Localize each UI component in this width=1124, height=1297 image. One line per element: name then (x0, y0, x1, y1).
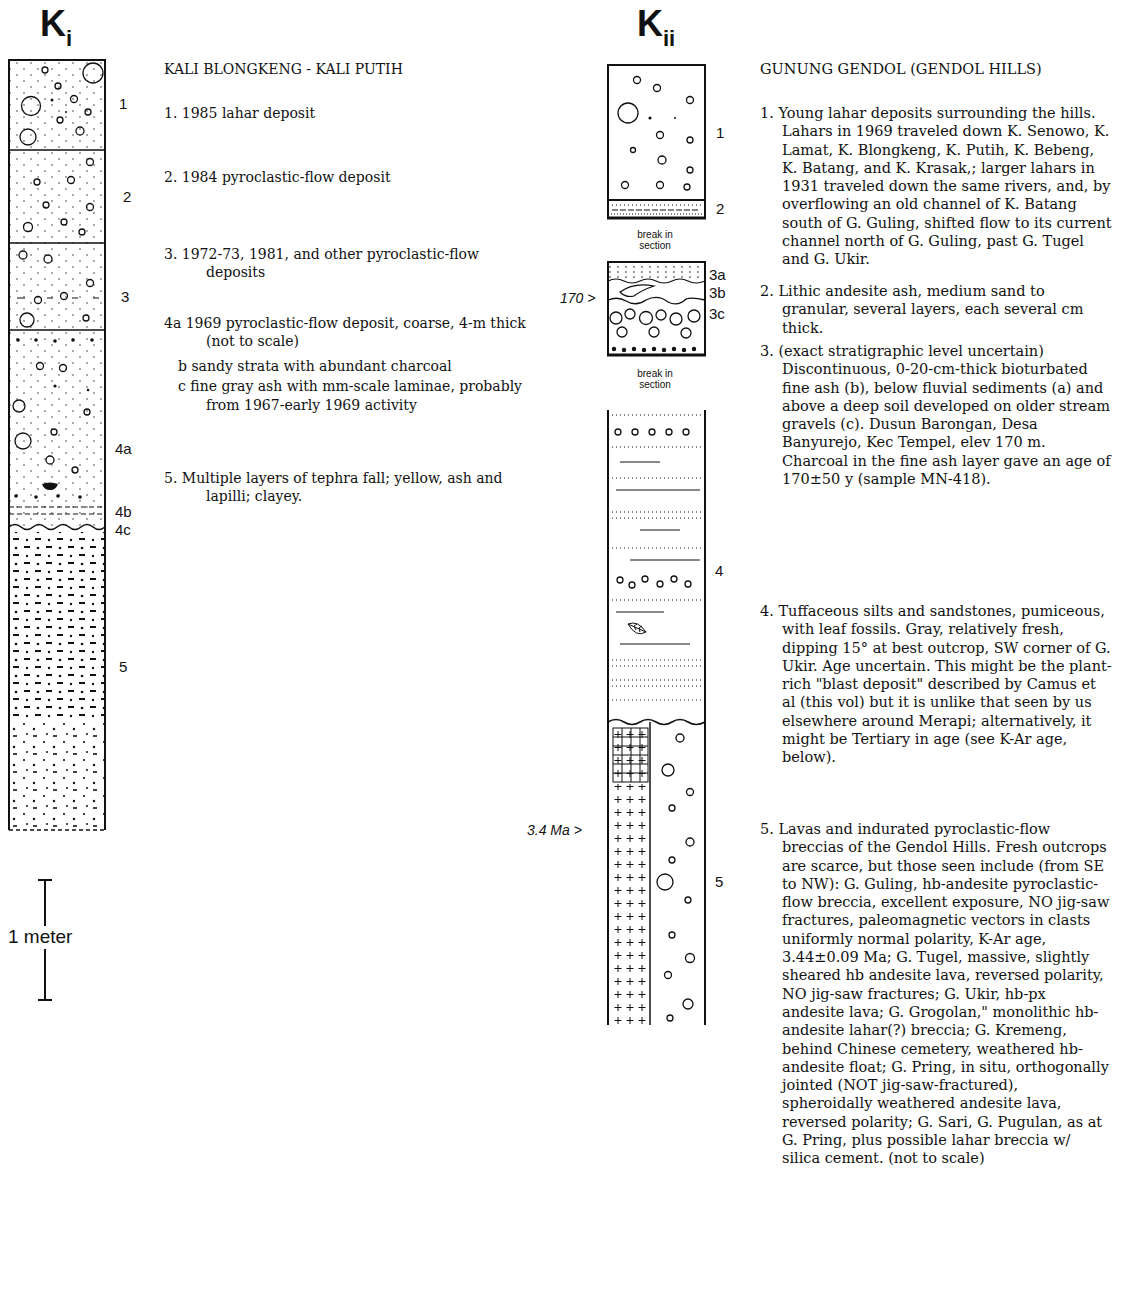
break-note: break in section (625, 368, 685, 390)
scale-label: 1 meter (8, 926, 72, 948)
unit-description: 5. Lavas and indurated pyroclastic-flow … (760, 820, 1112, 1168)
age-marker: 3.4 Ma > (527, 821, 582, 839)
unit-number: 3c (709, 305, 725, 323)
unit-description: 1. 1985 lahar deposit (164, 104, 534, 122)
age-marker: 170 > (560, 289, 595, 307)
unit-description: 4a 1969 pyroclastic-flow deposit, coarse… (164, 314, 534, 351)
unit-description: 2. 1984 pyroclastic-flow deposit (164, 168, 534, 186)
unit-number: 1 (119, 95, 127, 113)
unit-description: 3. 1972-73, 1981, and other pyroclastic-… (164, 245, 534, 282)
unit-description: 1. Young lahar deposits surrounding the … (760, 104, 1112, 269)
column-heading: K (40, 6, 66, 42)
unit-number: 4 (715, 562, 723, 580)
unit-description: 4. Tuffaceous silts and sandstones, pumi… (760, 602, 1112, 767)
unit-number: 2 (123, 188, 131, 206)
unit-number: 5 (119, 658, 127, 676)
unit-number: 3b (709, 284, 726, 302)
unit-number: 3a (709, 266, 726, 284)
unit-number: 4c (115, 521, 131, 539)
unit-number: 5 (715, 873, 723, 891)
column-subscript: ii (663, 28, 675, 50)
unit-number: 4b (115, 503, 132, 521)
section-title: KALI BLONGKENG - KALI PUTIH (164, 60, 534, 78)
unit-description: c fine gray ash with mm-scale laminae, p… (178, 377, 534, 414)
unit-number: 3 (121, 288, 129, 306)
break-note: break in section (625, 229, 685, 251)
unit-description: 2. Lithic andesite ash, medium sand to g… (760, 282, 1112, 337)
unit-description: 3. (exact stratigraphic level uncertain)… (760, 342, 1112, 488)
column-heading: K (637, 6, 663, 42)
unit-number: 2 (716, 200, 724, 218)
section-title: GUNUNG GENDOL (GENDOL HILLS) (760, 60, 1112, 78)
unit-description: b sandy strata with abundant charcoal (178, 357, 534, 375)
unit-number: 4a (115, 440, 132, 458)
column-subscript: i (66, 28, 72, 50)
unit-description: 5. Multiple layers of tephra fall; yello… (164, 469, 534, 506)
unit-number: 1 (716, 124, 724, 142)
